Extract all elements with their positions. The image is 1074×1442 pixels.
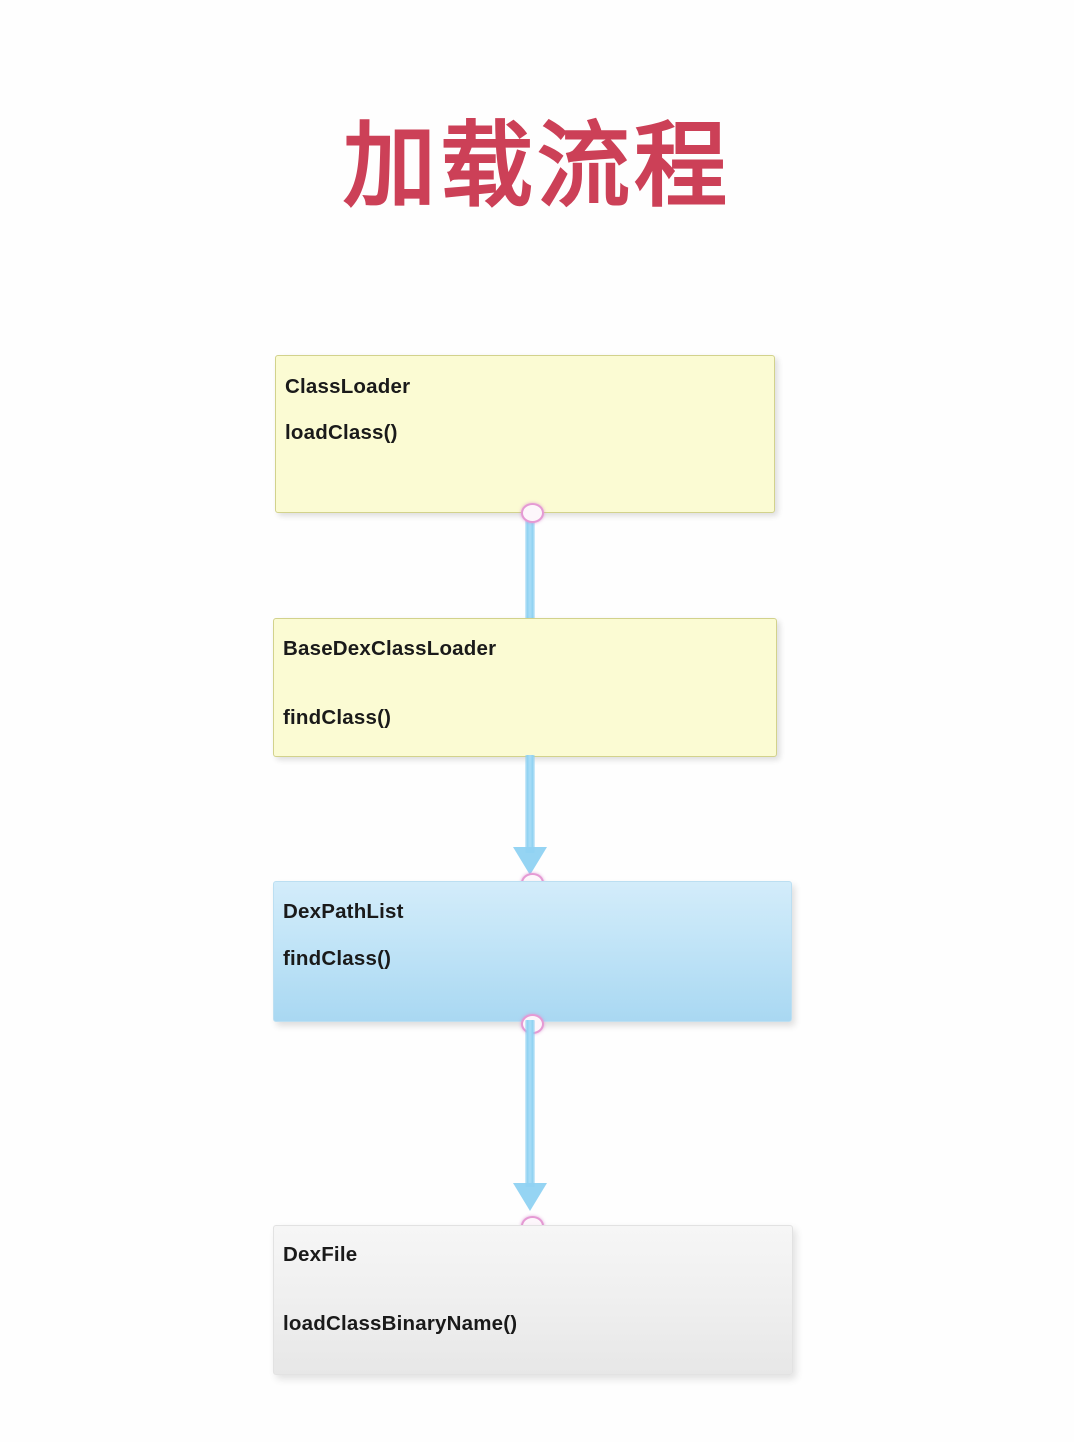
- node-dexfile-title: DexFile: [283, 1243, 358, 1266]
- arrowhead-icon-to-dexfile: [513, 1183, 547, 1211]
- edge-basedexclassloader-to-dexpathlist: [525, 755, 535, 853]
- arrowhead-icon-to-dexpathlist: [513, 847, 547, 875]
- node-dexfile[interactable]: DexFile loadClassBinaryName(): [273, 1225, 793, 1375]
- edge-classloader-to-basedexclassloader: [525, 511, 535, 623]
- edge-dexpathlist-to-dexfile: [525, 1020, 535, 1187]
- node-classloader-title: ClassLoader: [285, 375, 411, 398]
- node-dexfile-method: loadClassBinaryName(): [283, 1312, 518, 1335]
- node-basedexclassloader-method: findClass(): [283, 706, 392, 729]
- node-dexpathlist[interactable]: DexPathList findClass(): [273, 881, 792, 1022]
- node-classloader-method: loadClass(): [285, 421, 398, 444]
- port-dot-classloader-bottom: [521, 503, 544, 523]
- node-dexpathlist-method: findClass(): [283, 947, 392, 970]
- page-title: 加载流程: [343, 112, 731, 220]
- node-basedexclassloader-title: BaseDexClassLoader: [283, 637, 497, 660]
- node-dexpathlist-title: DexPathList: [283, 900, 404, 923]
- node-basedexclassloader[interactable]: BaseDexClassLoader findClass(): [273, 618, 777, 757]
- node-classloader[interactable]: ClassLoader loadClass(): [275, 355, 775, 513]
